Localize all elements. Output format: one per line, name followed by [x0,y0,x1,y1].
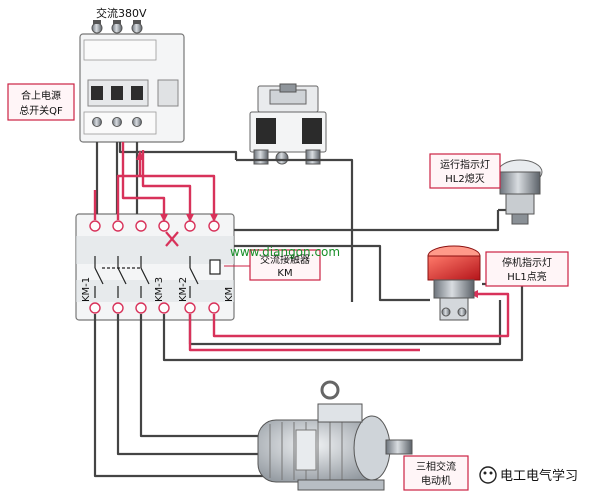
contactor-label-line1: 交流接触器 [260,253,310,266]
callout-run-lamp [429,153,501,189]
running-lamp-hl2 [497,159,543,225]
flow-arrows [136,150,478,298]
motor-label-line2: 电动机 [421,474,451,487]
qf-label-line2: 总开关QF [19,104,63,117]
qf-label-line1: 合上电源 [21,89,61,102]
callout-motor [403,455,469,491]
km3-label: KM-3 [154,277,165,302]
km2-label: KM-2 [178,277,189,302]
callout-stop-lamp [485,251,569,287]
watermark-url: www.diangon.com [230,245,340,259]
brand-label: 电工电气学习 [500,468,578,484]
stop-lamp-hl1 [427,245,481,321]
contactor-km [75,213,235,321]
run-lamp-label-line2: HL2熄灭 [445,172,484,185]
three-phase-motor [257,380,413,491]
km-label: KM [224,287,235,302]
contactor-label-line2: KM [277,268,292,279]
stop-lamp-label-line1: 停机指示灯 [502,256,552,269]
motor-label-line1: 三相交流 [416,460,456,473]
push-button-device [249,83,327,165]
km1-label: KM-1 [81,277,92,302]
red-wires [93,142,510,352]
callout-qf [7,83,75,121]
supply-label: 交流380V [96,6,147,20]
stop-lamp-label-line2: HL1点亮 [507,270,546,283]
brand-mark [479,466,497,484]
callout-contactor [224,249,321,281]
circuit-breaker-qf [79,20,185,143]
run-lamp-label-line1: 运行指示灯 [440,158,490,171]
